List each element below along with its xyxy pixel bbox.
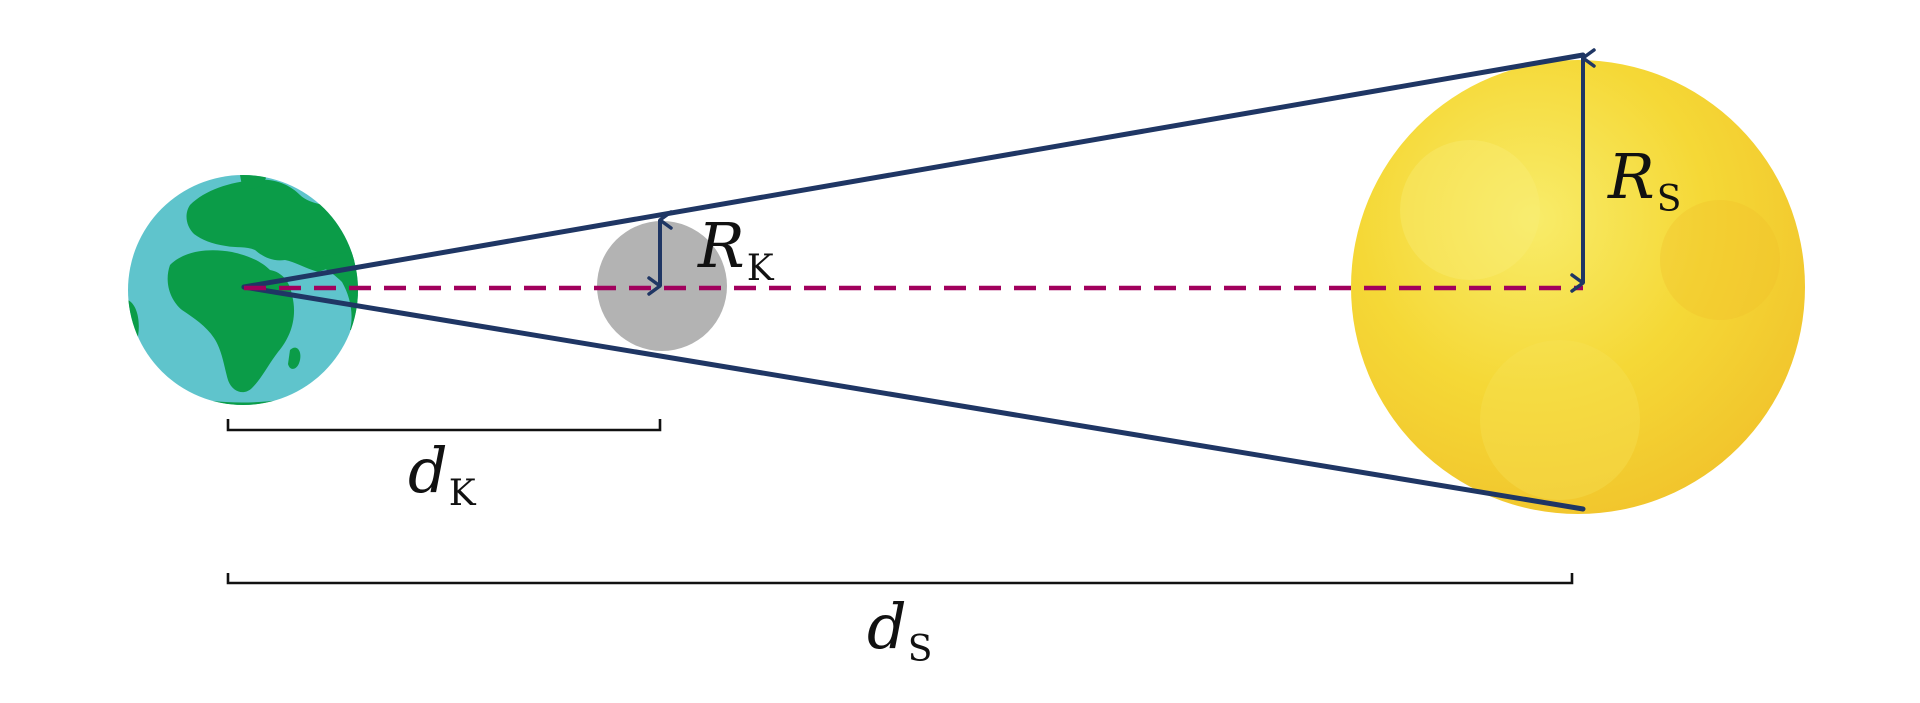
sun-radius-label: RS [1607,140,1681,220]
sun-texture [1660,200,1780,320]
sun-radius-symbol: R [1607,140,1655,213]
moon-radius-subscript: K [747,248,775,289]
lower-sight-line [241,284,1586,512]
sun-distance-label: dS [867,590,932,670]
sun-radius-subscript: S [1657,179,1682,220]
moon-distance-bracket [226,419,662,432]
moon-radius-label: RK [697,209,775,289]
sun-distance-subscript: S [908,629,933,670]
sun-texture [1480,340,1640,500]
upper-sight-line [241,52,1586,290]
moon-radius-symbol: R [697,209,745,282]
sun-distance-symbol: d [867,590,907,663]
moon-distance-label: dK [408,434,477,514]
sun-distance-bracket [226,573,1574,585]
sight-lines [241,52,1586,512]
moon-distance-symbol: d [408,434,448,507]
moon-distance-subscript: K [449,473,477,514]
sun-texture [1400,140,1540,280]
